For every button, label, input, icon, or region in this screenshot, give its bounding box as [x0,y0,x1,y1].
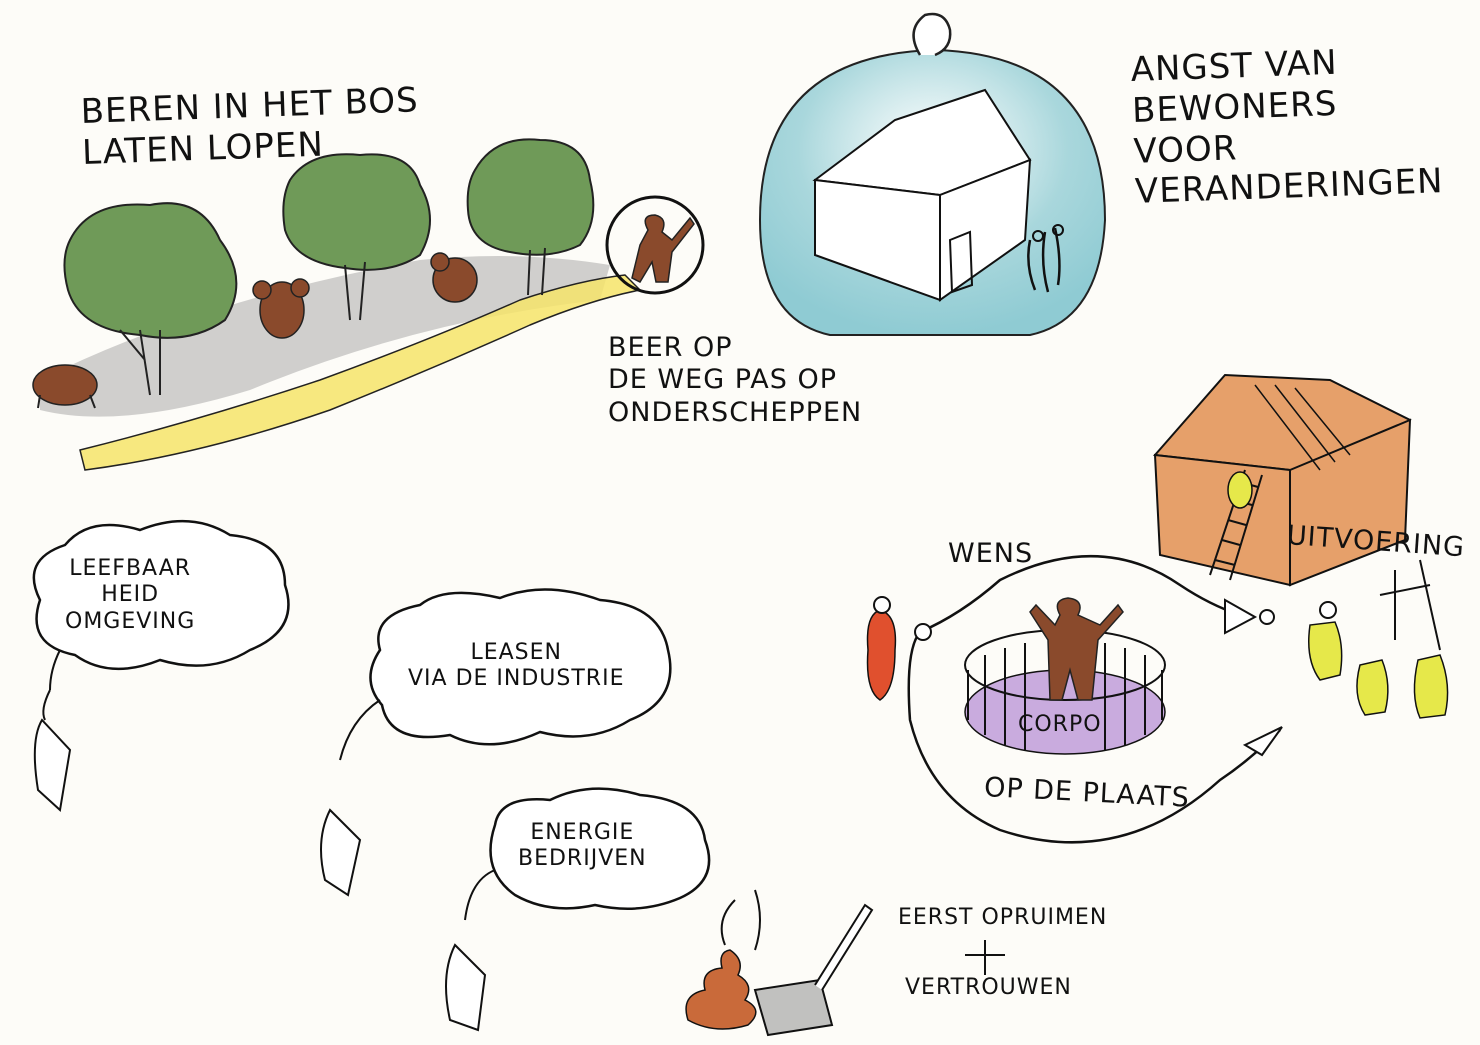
label-livability: LEEFBAAR HEID OMGEVING [65,556,196,634]
cloud-livability [32,519,290,812]
label-leasing: LEASEN VIA DE INDUSTRIE [408,640,625,692]
label-corpo: CORPO [1018,712,1102,737]
bear-on-road-circle [605,195,705,295]
bear-2 [252,278,310,339]
wens-figure [866,596,897,701]
bear-1 [32,364,98,409]
house [812,88,1032,302]
label-bear-on-road: BEER OP DE WEG PAS OP ONDERSCHEPPEN [608,332,863,428]
broom [814,903,874,991]
bear-3 [430,252,478,303]
shed-scene [1152,373,1412,587]
dustpan [753,978,834,1037]
cloud-leasing [320,588,672,897]
label-clean-first: EERST OPRUIMEN [898,905,1108,930]
ladder [1209,469,1263,581]
corpo-bear [1029,597,1124,701]
worker-group [1308,559,1449,719]
tree-3 [466,138,595,296]
forest-scene [32,138,705,471]
cloud-energy [445,787,711,1032]
corpo-cage [964,597,1166,755]
corpo-loop [866,554,1449,844]
label-energy: ENERGIE BEDRIJVEN [518,820,647,872]
poop [685,949,757,1030]
dome-knob [912,12,952,57]
label-wish: WENS [948,538,1034,569]
cleanup-scene [685,889,1005,1037]
dome-scene [758,12,1107,336]
tree-2 [282,153,431,321]
label-bears-in-forest: BEREN IN HET BOS LATEN LOPEN [80,80,420,173]
loop-curve [907,554,1281,844]
label-trust: VERTROUWEN [905,975,1072,1000]
tree-1 [63,202,238,396]
label-fear-residents: ANGST VAN BEWONERS VOOR VERANDERINGEN [1130,42,1445,213]
residents-figures [1027,224,1064,293]
